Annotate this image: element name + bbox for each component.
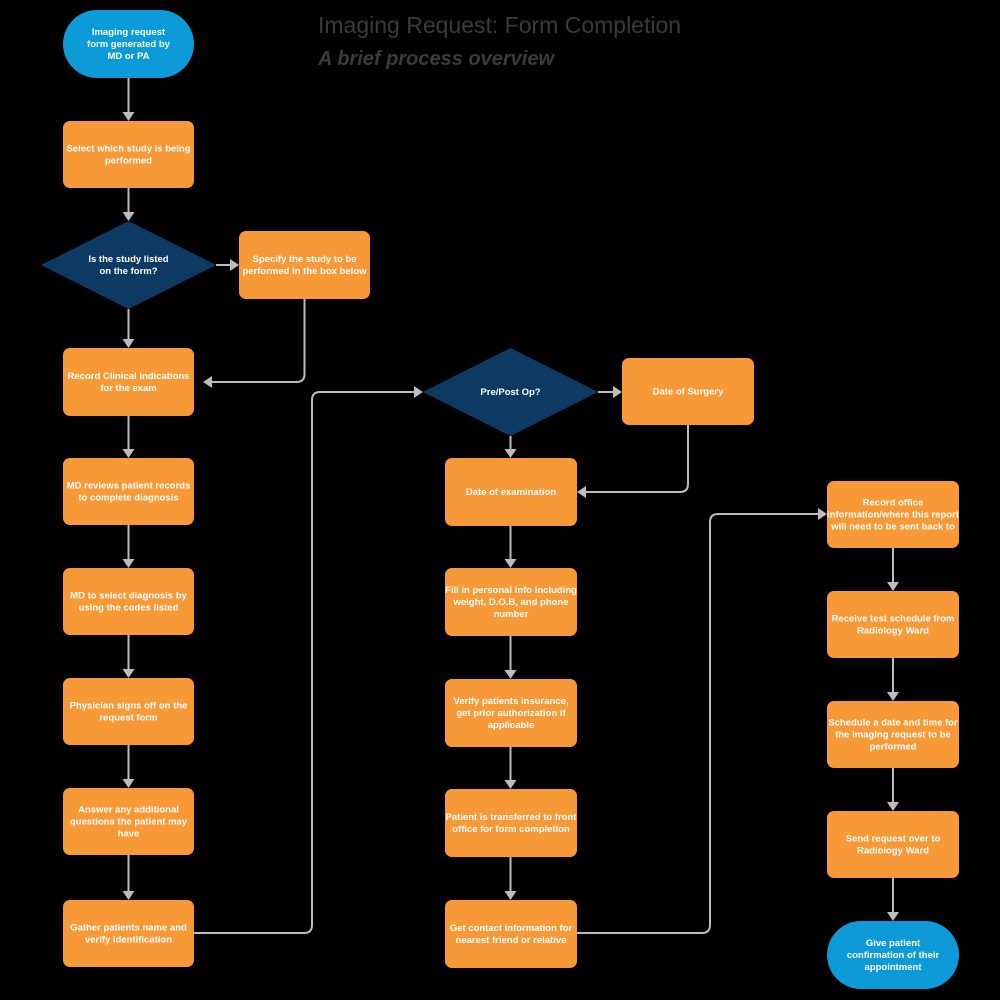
decision-shape [41,221,216,309]
flow-node-label: Date of examination [466,487,556,498]
process-shape [827,701,959,768]
connector-layer [122,78,899,934]
flow-node-label: Date of Surgery [653,386,724,397]
connector-n10-n11 [194,391,414,934]
page-subtitle: A brief process overview [317,48,555,70]
process-shape [239,231,370,299]
process-shape [827,481,959,548]
flow-node-n13[interactable]: Date of examination [445,458,577,526]
process-shape [63,121,194,188]
process-shape [63,788,194,855]
flow-node-label: Pre/Post Op? [480,387,540,398]
connector-arrowhead [818,508,827,520]
connector-arrowhead [887,912,899,921]
connector-arrowhead [504,449,517,458]
connector-arrowhead [887,802,899,811]
title-layer: Imaging Request: Form Completion A brief… [317,12,681,70]
decision-shape [423,348,598,436]
terminal-shape [827,921,959,989]
process-shape [445,900,577,968]
process-shape [63,900,194,967]
terminal-shape [63,10,194,78]
page-title: Imaging Request: Form Completion [318,12,681,38]
connector-arrowhead [414,386,423,398]
connector-arrowhead [504,891,517,900]
process-shape [63,568,194,635]
flow-node-n11[interactable]: Pre/Post Op? [423,348,598,436]
connector-arrowhead [230,259,239,271]
connector-arrowhead [613,386,622,398]
process-shape [63,348,194,416]
connector-arrowhead [504,670,517,679]
connector-arrowhead [577,486,586,498]
connector-n17-n18 [577,513,818,934]
connector-arrowhead [122,212,135,221]
connector-arrowhead [504,559,517,568]
connector-arrowhead [122,339,135,348]
connector-n12-n13 [586,425,689,493]
flow-node-label: Verify patients insurance,get prior auth… [453,696,568,731]
process-shape [445,789,577,857]
process-shape [445,568,577,636]
flow-node-n12[interactable]: Date of Surgery [622,358,754,425]
connector-n4-n5 [212,299,306,383]
process-shape [445,679,577,747]
connector-arrowhead [504,780,517,789]
connector-arrowhead [122,112,135,121]
process-shape [445,458,577,526]
connector-arrowhead [122,891,135,900]
connector-arrowhead [122,449,135,458]
process-shape [622,358,754,425]
process-shape [63,678,194,745]
connector-arrowhead [887,582,899,591]
process-shape [827,591,959,658]
process-shape [63,458,194,525]
connector-arrowhead [887,692,899,701]
process-shape [827,811,959,878]
connector-arrowhead [203,376,212,388]
connector-arrowhead [122,779,135,788]
connector-arrowhead [122,669,135,678]
flow-node-n15[interactable]: Verify patients insurance,get prior auth… [445,679,577,747]
connector-arrowhead [122,559,135,568]
